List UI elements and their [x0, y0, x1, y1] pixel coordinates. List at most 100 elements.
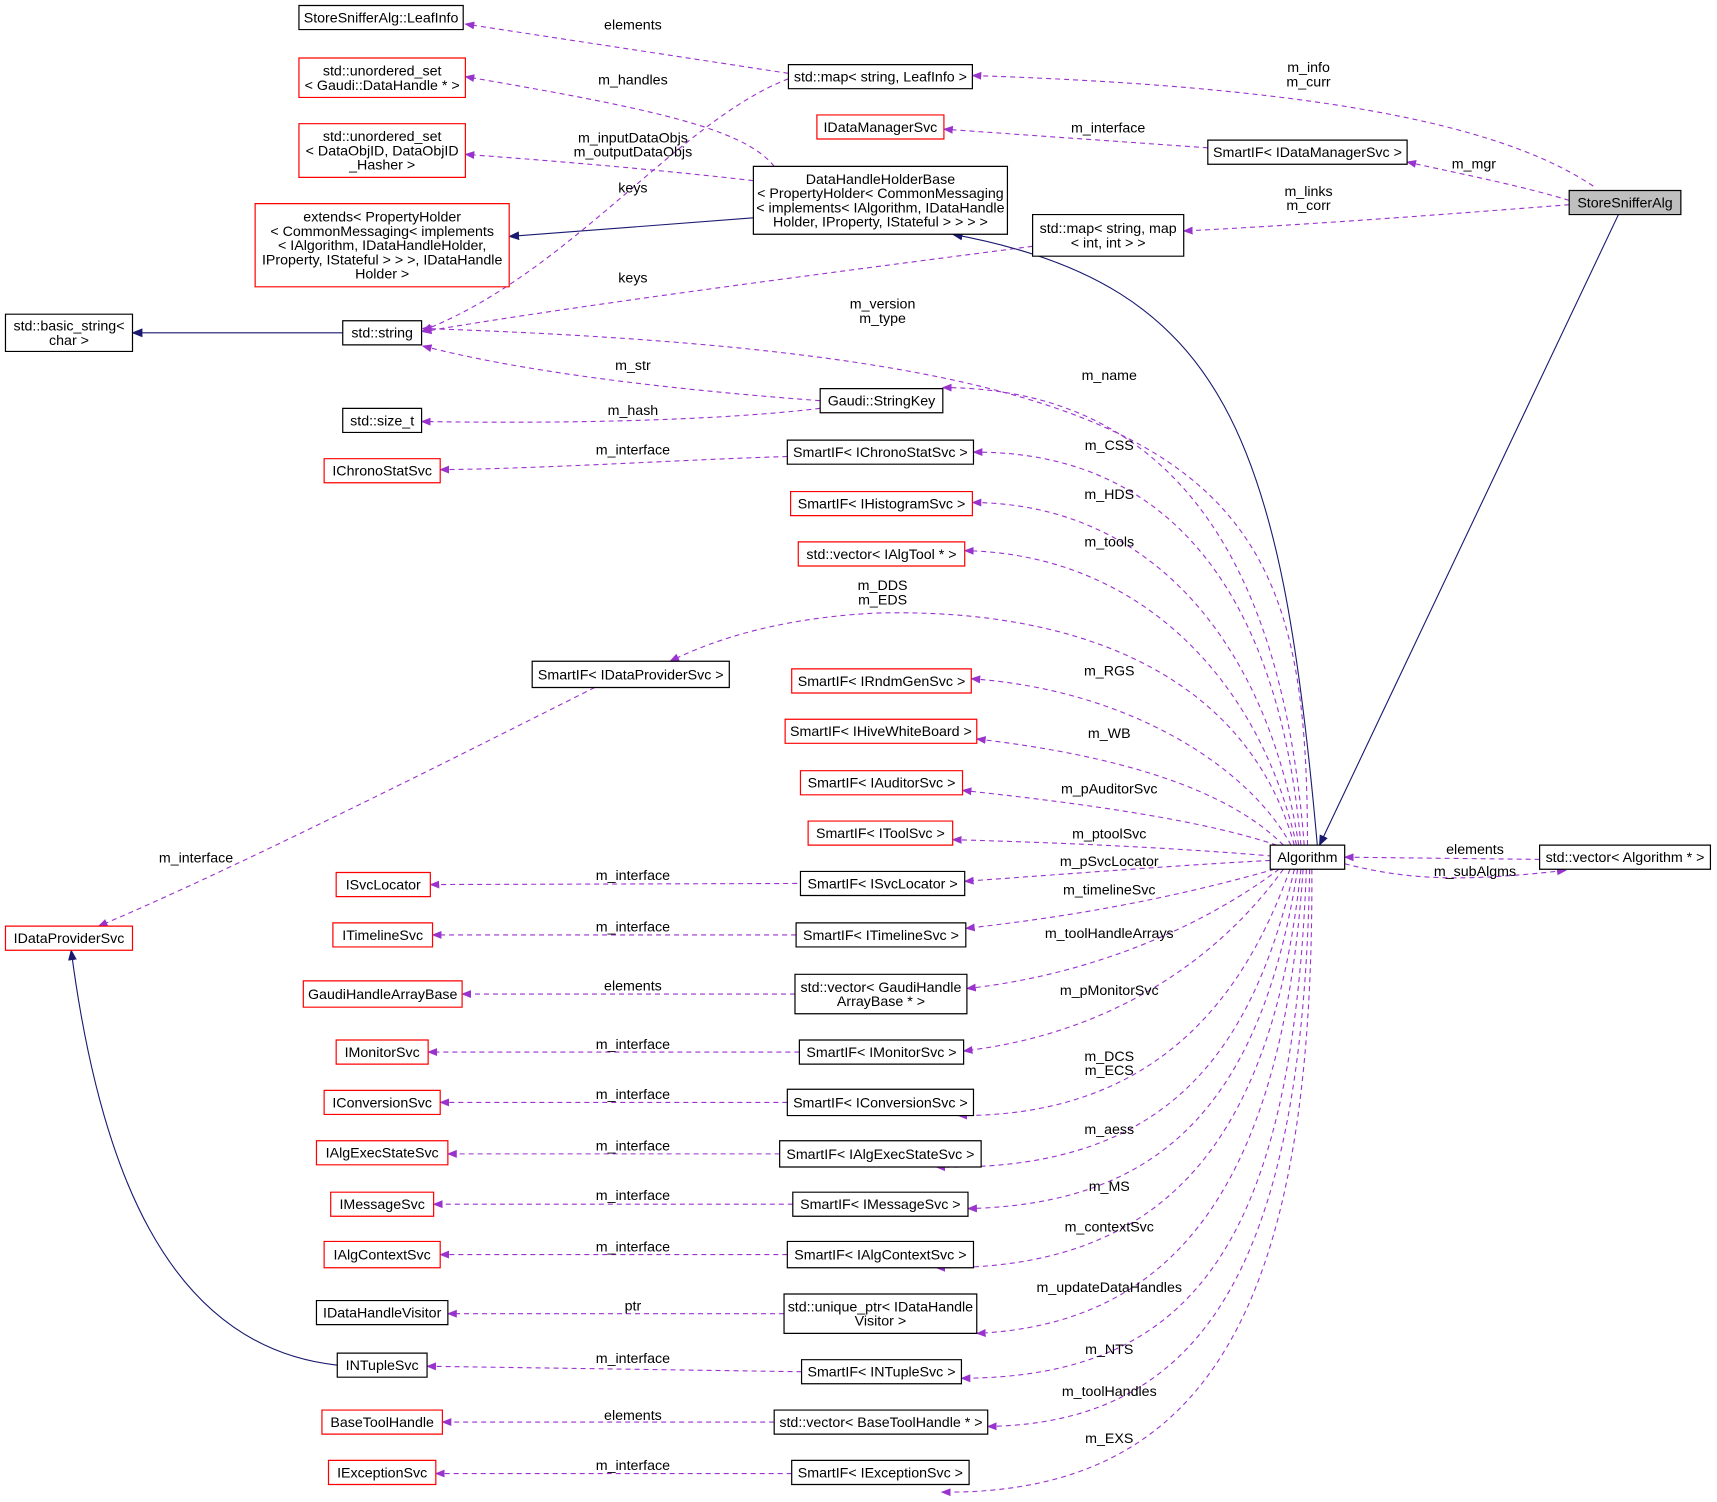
class-node-ialg-exec-state-svc[interactable]: IAlgExecStateSvc — [316, 1141, 447, 1165]
class-node-smartif-ialg-context[interactable]: SmartIF< IAlgContextSvc > — [787, 1241, 973, 1267]
node-label-line: SmartIF< IDataProviderSvc > — [538, 667, 724, 683]
class-node-std-string[interactable]: std::string — [343, 321, 422, 345]
class-node-base-tool-handle[interactable]: BaseToolHandle — [322, 1410, 442, 1434]
inheritance-edge — [951, 231, 1318, 845]
class-node-itimeline-svc[interactable]: ITimelineSvc — [333, 923, 433, 947]
node-box — [798, 542, 964, 566]
class-node-string-key[interactable]: Gaudi::StringKey — [820, 389, 943, 413]
class-node-smartif-imessage[interactable]: SmartIF< IMessageSvc > — [793, 1192, 968, 1216]
node-box — [793, 1192, 968, 1216]
node-label-line: std::vector< IAlgTool * > — [806, 547, 956, 563]
edge-label: m_interface — [596, 1087, 670, 1103]
node-box — [787, 1241, 973, 1267]
node-label-line: < IAlgorithm, IDataHandleHolder, — [278, 238, 486, 254]
class-node-vector-ialgtool[interactable]: std::vector< IAlgTool * > — [798, 542, 964, 566]
edge-label: m_info — [1287, 60, 1330, 76]
class-node-smartif-iauditor[interactable]: SmartIF< IAuditorSvc > — [800, 771, 962, 795]
class-node-imonitor-svc[interactable]: IMonitorSvc — [336, 1040, 428, 1064]
class-node-iexception-svc[interactable]: IExceptionSvc — [329, 1460, 436, 1484]
class-node-imessage-svc[interactable]: IMessageSvc — [331, 1192, 434, 1216]
edge-label: m_interface — [596, 1037, 670, 1053]
class-node-smartif-itool[interactable]: SmartIF< IToolSvc > — [808, 821, 953, 845]
class-node-smartif-itimeline[interactable]: SmartIF< ITimelineSvc > — [796, 923, 966, 947]
class-node-smartif-idata-manager[interactable]: SmartIF< IDataManagerSvc > — [1208, 140, 1407, 164]
node-box — [5, 926, 132, 950]
class-node-map-leafinfo[interactable]: std::map< string, LeafInfo > — [788, 65, 972, 89]
usage-edge — [464, 74, 774, 167]
class-node-iconversion-svc[interactable]: IConversionSvc — [324, 1090, 440, 1114]
class-node-smartif-ihive[interactable]: SmartIF< IHiveWhiteBoard > — [785, 719, 977, 743]
class-node-smartif-isvc-locator[interactable]: SmartIF< ISvcLocator > — [800, 871, 964, 895]
usage-edge — [965, 869, 1279, 992]
edge-label: m_contextSvc — [1065, 1220, 1154, 1236]
edge-label: elements — [1446, 842, 1504, 858]
node-box — [791, 492, 973, 516]
class-node-ialg-context-svc[interactable]: IAlgContextSvc — [324, 1241, 440, 1267]
class-node-smartif-ihistogram[interactable]: SmartIF< IHistogramSvc > — [791, 492, 973, 516]
edge-label: m_HDS — [1084, 487, 1134, 503]
node-label-line: ArrayBase * > — [837, 994, 925, 1010]
class-node-store-sniffer-alg[interactable]: StoreSnifferAlg — [1569, 190, 1681, 214]
class-node-size-t[interactable]: std::size_t — [343, 408, 422, 432]
class-node-smartif-idata-provider[interactable]: SmartIF< IDataProviderSvc > — [532, 661, 729, 687]
edge-label: m_interface — [596, 1351, 670, 1367]
usage-edge — [669, 613, 1294, 845]
node-label-line: char > — [49, 333, 89, 349]
edge-label: m_hash — [608, 403, 659, 419]
class-node-idata-handle-visitor[interactable]: IDataHandleVisitor — [316, 1301, 447, 1325]
class-node-unordered-set-objid[interactable]: std::unordered_set< DataObjID, DataObjID… — [299, 124, 465, 178]
class-node-algorithm[interactable]: Algorithm — [1270, 845, 1344, 869]
class-node-extends-holder[interactable]: extends< PropertyHolder< CommonMessaging… — [255, 204, 509, 287]
class-node-isvc-locator[interactable]: ISvcLocator — [336, 873, 430, 897]
node-box — [792, 669, 972, 693]
class-node-gaudi-handle-array-base[interactable]: GaudiHandleArrayBase — [303, 981, 462, 1007]
node-label-line: std::vector< Algorithm * > — [1546, 850, 1705, 866]
class-node-leaf-info[interactable]: StoreSnifferAlg::LeafInfo — [299, 5, 463, 29]
edge-label: m_links — [1284, 184, 1332, 200]
node-label-line: < Gaudi::DataHandle * > — [305, 78, 460, 94]
usage-edge — [962, 869, 1284, 1055]
usage-edge — [1406, 159, 1569, 200]
class-node-idata-manager-svc[interactable]: IDataManagerSvc — [817, 115, 944, 139]
class-node-smartif-intuple[interactable]: SmartIF< INTupleSvc > — [802, 1360, 962, 1384]
class-node-ichrono-stat-svc[interactable]: IChronoStatSvc — [324, 459, 440, 483]
class-node-smartif-iconversion[interactable]: SmartIF< IConversionSvc > — [787, 1089, 973, 1115]
node-box — [337, 1353, 427, 1377]
node-label-line: SmartIF< IChronoStatSvc > — [793, 445, 968, 461]
usage-edge — [421, 79, 789, 331]
edge-label: m_curr — [1286, 74, 1331, 90]
inheritance-edge — [67, 949, 337, 1365]
edge-label: m_NTS — [1085, 1342, 1133, 1358]
node-box — [787, 1089, 973, 1115]
class-node-smartif-irndm[interactable]: SmartIF< IRndmGenSvc > — [792, 669, 972, 693]
class-node-vector-gaudi-handle[interactable]: std::vector< GaudiHandleArrayBase * > — [795, 974, 967, 1013]
class-node-smartif-imonitor[interactable]: SmartIF< IMonitorSvc > — [799, 1040, 963, 1064]
class-node-vector-algorithm[interactable]: std::vector< Algorithm * > — [1540, 845, 1711, 869]
node-box — [299, 58, 465, 97]
class-node-map-int[interactable]: std::map< string, map< int, int > > — [1033, 215, 1184, 257]
class-node-smartif-ialg-exec[interactable]: SmartIF< IAlgExecStateSvc > — [780, 1141, 981, 1167]
edge-label: m_EXS — [1085, 1431, 1133, 1447]
class-node-smartif-ichrono[interactable]: SmartIF< IChronoStatSvc > — [787, 440, 973, 464]
class-node-data-handle-holder-base[interactable]: DataHandleHolderBase< PropertyHolder< Co… — [753, 166, 1007, 234]
class-node-idata-provider-svc[interactable]: IDataProviderSvc — [5, 926, 132, 950]
class-node-smartif-iexception[interactable]: SmartIF< IExceptionSvc > — [792, 1460, 969, 1484]
class-node-unordered-set-handle[interactable]: std::unordered_set< Gaudi::DataHandle * … — [299, 58, 465, 97]
class-node-unique-ptr-visitor[interactable]: std::unique_ptr< IDataHandleVisitor > — [784, 1294, 977, 1333]
node-label-line: std::unordered_set — [323, 129, 442, 145]
edge-label: m_interface — [1071, 120, 1145, 136]
edge-label: m_ECS — [1085, 1063, 1134, 1079]
node-label-line: SmartIF< IConversionSvc > — [793, 1095, 968, 1111]
usage-edge — [464, 150, 753, 180]
edge-label: keys — [618, 181, 647, 197]
node-box — [800, 771, 962, 795]
edge-label: m_toolHandles — [1062, 1384, 1157, 1400]
class-node-intuple-svc[interactable]: INTupleSvc — [337, 1353, 427, 1377]
node-box — [343, 321, 422, 345]
node-label-line: SmartIF< ITimelineSvc > — [803, 928, 959, 944]
usage-edge — [966, 869, 1298, 1213]
usage-edge — [961, 787, 1277, 845]
class-node-basic-string[interactable]: std::basic_string<char > — [5, 314, 132, 351]
node-label-line: SmartIF< IMonitorSvc > — [806, 1045, 956, 1061]
class-node-vector-base-tool-handle[interactable]: std::vector< BaseToolHandle * > — [774, 1410, 988, 1434]
